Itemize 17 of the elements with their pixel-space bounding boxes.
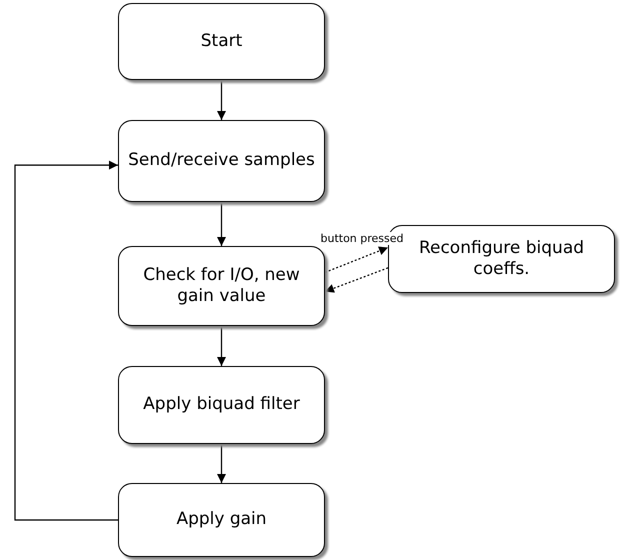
process-box bbox=[118, 120, 325, 202]
arrow bbox=[324, 267, 388, 293]
arrow bbox=[14, 160, 118, 521]
box-label: Check for I/O, new gain value bbox=[142, 264, 301, 308]
process-box bbox=[118, 483, 325, 557]
arrow bbox=[324, 246, 388, 273]
process-box bbox=[118, 246, 325, 326]
arrow bbox=[217, 80, 226, 120]
box-label: Apply gain bbox=[176, 509, 267, 531]
arrow bbox=[217, 202, 226, 246]
process-box bbox=[118, 366, 325, 444]
process-box bbox=[118, 3, 325, 80]
arrow bbox=[217, 326, 226, 366]
box-label: Apply biquad filter bbox=[143, 394, 300, 416]
box-label: Start bbox=[200, 30, 242, 52]
box-label: Send/receive samples bbox=[128, 150, 315, 172]
arrow bbox=[217, 444, 226, 483]
